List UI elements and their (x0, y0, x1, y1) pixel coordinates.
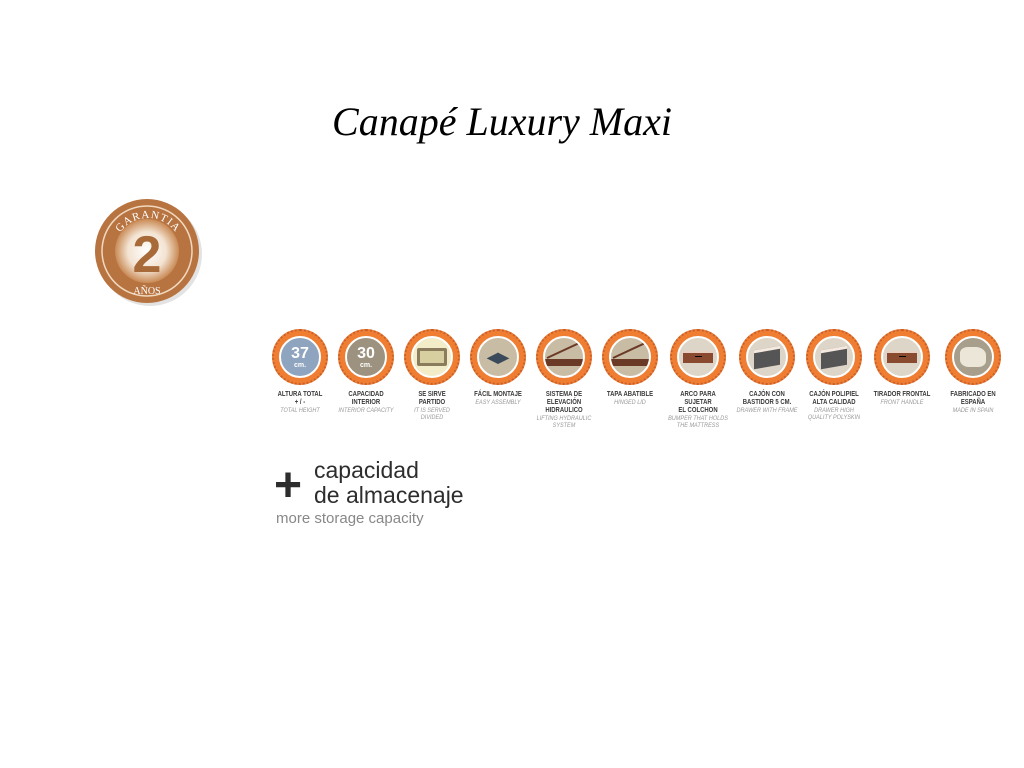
feature-item: CAJÓN CON BASTIDOR 5 CM. DRAWER WITH FRA… (731, 329, 803, 414)
feature-badge: ◀▶ (470, 329, 526, 385)
feature-label: CAJÓN POLIPIEL ALTA CALIDAD (809, 391, 859, 406)
feature-sublabel: DRAWER WITH FRAME (736, 407, 798, 414)
feature-item: FABRICADO EN ESPAÑA MADE IN SPAIN (937, 329, 1009, 414)
divided-base-icon (411, 336, 453, 378)
feature-sublabel: TOTAL HEIGHT (280, 407, 320, 414)
feature-item: ◀▶ FÁCIL MONTAJE EASY ASSEMBLY (462, 329, 534, 406)
feature-sublabel: BUMPER THAT HOLDS THE MATTRESS (668, 415, 728, 429)
feature-item: TIRADOR FRONTAL FRONT HANDLE (866, 329, 938, 406)
feature-label: CAJÓN CON BASTIDOR 5 CM. (742, 391, 792, 406)
spain-map-icon (952, 336, 994, 378)
feature-badge (404, 329, 460, 385)
storage-subtitle: more storage capacity (276, 510, 424, 527)
plus-icon: + (274, 459, 303, 512)
bumper-icon (677, 336, 719, 378)
feature-item: SISTEMA DE ELEVACIÓN HIDRAULICO LIFTING … (528, 329, 600, 429)
feature-sublabel: DRAWER HIGH QUALITY POLYSKIN (807, 407, 861, 421)
feature-item: CAJÓN POLIPIEL ALTA CALIDAD DRAWER HIGH … (798, 329, 870, 421)
feature-badge (874, 329, 930, 385)
hinged-lid-icon (609, 336, 651, 378)
feature-item: TAPA ABATIBLE HINGED LID (594, 329, 666, 406)
front-handle-icon (881, 336, 923, 378)
warranty-bottom-text: AÑOS (133, 285, 160, 297)
feature-badge (670, 329, 726, 385)
drawer-frame-icon (746, 336, 788, 378)
feature-sublabel: HINGED LID (614, 399, 646, 406)
feature-item: SE SIRVE PARTIDO IT IS SERVED DIVIDED (396, 329, 468, 421)
feature-label: FÁCIL MONTAJE (474, 391, 522, 398)
feature-sublabel: FRONT HANDLE (880, 399, 924, 406)
hydraulic-lift-icon (543, 336, 585, 378)
assembly-icon: ◀▶ (477, 336, 519, 378)
storage-line2: de almacenaje (314, 482, 464, 508)
feature-label: CAPACIDAD INTERIOR (348, 391, 384, 406)
polyskin-drawer-icon (813, 336, 855, 378)
feature-label: SISTEMA DE ELEVACIÓN HIDRAULICO (545, 391, 583, 414)
feature-label: ALTURA TOTAL + / - (277, 391, 323, 406)
feature-label: ARCO PARA SUJETAR EL COLCHON (678, 391, 718, 414)
feature-label: TAPA ABATIBLE (606, 391, 654, 398)
feature-badge (536, 329, 592, 385)
feature-label: FABRICADO EN ESPAÑA (950, 391, 996, 406)
feature-sublabel: EASY ASSEMBLY (475, 399, 521, 406)
storage-line1: capacidad (314, 457, 419, 483)
feature-sublabel: INTERIOR CAPACITY (338, 407, 394, 414)
feature-label: TIRADOR FRONTAL (873, 391, 931, 398)
feature-label: SE SIRVE PARTIDO (418, 391, 446, 406)
feature-badge (739, 329, 795, 385)
feature-sublabel: MADE IN SPAIN (952, 407, 994, 414)
feature-badge (945, 329, 1001, 385)
page-title: Canapé Luxury Maxi (332, 99, 672, 144)
warranty-badge: GARANTIA 2 AÑOS (92, 196, 204, 308)
feature-badge (602, 329, 658, 385)
feature-badge (806, 329, 862, 385)
feature-sublabel: LIFTING HYDRAULIC SYSTEM (536, 415, 592, 429)
feature-item: ARCO PARA SUJETAR EL COLCHON BUMPER THAT… (662, 329, 734, 429)
warranty-number: 2 (133, 226, 162, 284)
feature-sublabel: IT IS SERVED DIVIDED (414, 407, 450, 421)
